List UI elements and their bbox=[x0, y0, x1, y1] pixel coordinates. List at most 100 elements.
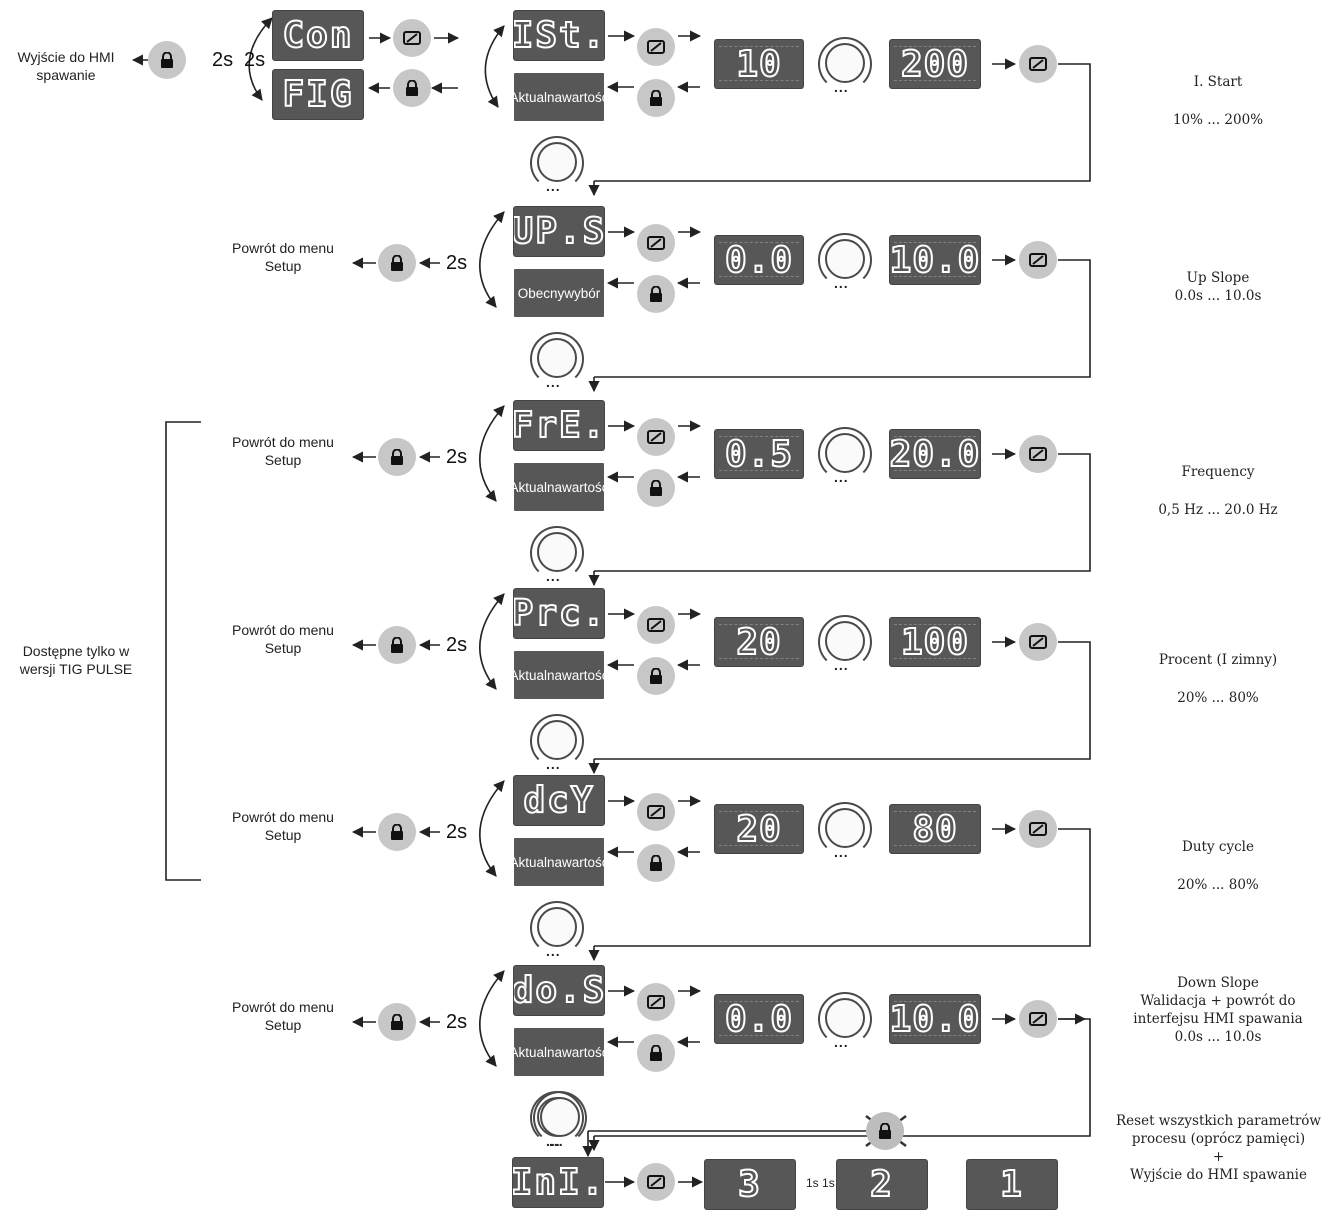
lock-button[interactable] bbox=[378, 813, 416, 851]
max-value-display: 20.0 bbox=[890, 430, 980, 478]
lock-button[interactable] bbox=[637, 844, 675, 882]
label-line: Powrót do menu bbox=[232, 434, 334, 450]
lock-button-disabled bbox=[866, 1112, 904, 1150]
confirm-button[interactable] bbox=[1019, 45, 1057, 83]
enter-icon bbox=[647, 618, 665, 632]
label-line: Powrót do menu bbox=[232, 999, 334, 1015]
box-line: Aktualna bbox=[509, 1044, 563, 1060]
box-line: wybór bbox=[564, 285, 601, 301]
hold-time-label: 2s bbox=[446, 252, 467, 274]
hold-time: 2s bbox=[446, 252, 468, 274]
lock-button[interactable] bbox=[637, 469, 675, 507]
box-line: wartość bbox=[562, 854, 609, 870]
label-line: Powrót do menu bbox=[232, 622, 334, 638]
confirm-button[interactable] bbox=[1019, 435, 1057, 473]
parameter-range: 20% ... 80% bbox=[1177, 877, 1259, 893]
enter-button[interactable] bbox=[393, 19, 431, 57]
min-value-display: 20 bbox=[715, 618, 803, 666]
note: Walidacja + powrót do bbox=[1140, 993, 1296, 1009]
min-value-display: 20 bbox=[715, 805, 803, 853]
rotary-knob-icon[interactable]: ... bbox=[530, 526, 584, 584]
confirm-button[interactable] bbox=[1019, 241, 1057, 279]
box-line: Aktualna bbox=[509, 854, 563, 870]
box-line: wartość bbox=[562, 89, 609, 105]
parameter-code-display: Prc. bbox=[514, 589, 604, 638]
parameter-range: 0.0s ... 10.0s bbox=[1174, 288, 1262, 304]
lock-button[interactable] bbox=[378, 438, 416, 476]
reset-description: Reset wszystkich parametrów procesu (opr… bbox=[1116, 1113, 1321, 1183]
parameter-title: Procent (I zimny) bbox=[1158, 652, 1278, 668]
parameter-code: FrE. bbox=[514, 404, 604, 447]
enter-icon bbox=[1029, 822, 1047, 836]
lock-icon bbox=[391, 637, 403, 653]
min-value: 0.5 bbox=[724, 433, 794, 476]
parameter-code: Prc. bbox=[514, 592, 604, 635]
rotary-knob-icon[interactable]: ... bbox=[533, 1091, 587, 1149]
lock-button[interactable] bbox=[637, 1034, 675, 1072]
lock-button[interactable] bbox=[637, 657, 675, 695]
rotary-knob-icon[interactable]: ... bbox=[530, 332, 584, 390]
parameter-title: Duty cycle bbox=[1182, 839, 1254, 855]
rotary-knob-icon[interactable]: ... bbox=[818, 233, 872, 291]
max-value: 80 bbox=[911, 808, 958, 851]
max-value-display: 10.0 bbox=[890, 995, 980, 1043]
min-value: 10 bbox=[735, 43, 782, 86]
lock-button[interactable] bbox=[393, 69, 431, 107]
confirm-button[interactable] bbox=[1019, 623, 1057, 661]
countdown-1: 1 bbox=[967, 1160, 1057, 1209]
parameter-code-display: ISt. bbox=[514, 11, 604, 60]
rotary-knob-icon[interactable]: ... bbox=[818, 427, 872, 485]
hold-time-label: 2s bbox=[446, 1011, 467, 1033]
parameter-code: do.S bbox=[514, 969, 604, 1012]
lock-icon bbox=[406, 80, 418, 96]
rotary-knob-icon[interactable]: ... bbox=[818, 992, 872, 1050]
max-value-display: 10.0 bbox=[890, 236, 980, 284]
enter-button[interactable] bbox=[637, 983, 675, 1021]
hold-time-label: 2s bbox=[446, 821, 467, 843]
rotary-knob-icon[interactable]: ... bbox=[530, 136, 584, 194]
enter-button[interactable] bbox=[637, 793, 675, 831]
parameter-description: Duty cycle 20% ... 80% bbox=[1108, 838, 1321, 894]
enter-button[interactable] bbox=[637, 1163, 675, 1201]
lock-icon bbox=[391, 824, 403, 840]
max-value: 10.0 bbox=[890, 239, 980, 282]
parameter-code: dcY bbox=[522, 779, 595, 822]
box-line: Aktualna bbox=[509, 89, 563, 105]
lock-icon bbox=[391, 255, 403, 271]
rotary-knob-icon[interactable]: ... bbox=[818, 37, 872, 95]
parameter-code-display: UP.S bbox=[514, 207, 604, 256]
lock-button[interactable] bbox=[378, 1003, 416, 1041]
enter-button[interactable] bbox=[637, 606, 675, 644]
rotary-knob-icon[interactable]: ... bbox=[818, 802, 872, 860]
max-value-display: 100 bbox=[890, 618, 980, 666]
lock-button[interactable] bbox=[148, 41, 186, 79]
parameter-title: Down Slope bbox=[1177, 975, 1259, 991]
lock-button[interactable] bbox=[378, 626, 416, 664]
hold-time: 2s bbox=[446, 446, 468, 468]
rotary-knob-icon[interactable]: ... bbox=[818, 615, 872, 673]
hold-time-label: 2s bbox=[244, 49, 266, 71]
rotary-knob-icon[interactable]: ... bbox=[530, 714, 584, 772]
enter-button[interactable] bbox=[637, 418, 675, 456]
enter-button[interactable] bbox=[637, 224, 675, 262]
lock-button[interactable] bbox=[637, 275, 675, 313]
display-con: Con bbox=[273, 11, 363, 60]
rotary-knob-icon[interactable]: ... bbox=[530, 901, 584, 959]
lock-button[interactable] bbox=[637, 79, 675, 117]
enter-icon bbox=[647, 1175, 665, 1189]
parameter-description: Procent (I zimny)20% ... 80% bbox=[1108, 651, 1321, 707]
enter-button[interactable] bbox=[637, 28, 675, 66]
confirm-button[interactable] bbox=[1019, 810, 1057, 848]
confirm-button[interactable] bbox=[1019, 1000, 1057, 1038]
countdown-2: 2 bbox=[837, 1160, 927, 1209]
hold-time: 2s bbox=[446, 821, 468, 843]
lock-button[interactable] bbox=[378, 244, 416, 282]
label-line: Setup bbox=[264, 1017, 302, 1033]
